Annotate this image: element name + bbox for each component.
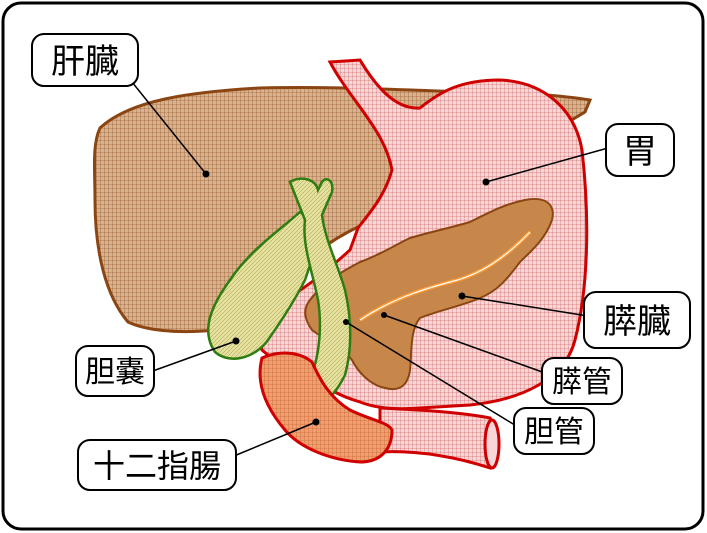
label-stomach-text: 胃: [623, 132, 657, 172]
bile-duct-dot: [343, 319, 349, 325]
label-pancreatic-duct-text: 膵管: [552, 365, 612, 400]
pancreas-leader: [461, 295, 589, 317]
pancreatic-duct-dot: [381, 312, 387, 318]
pancreatic-duct-leader: [383, 314, 546, 374]
duodenum-dot: [312, 418, 320, 426]
label-pancreas: 膵臓: [583, 291, 691, 349]
label-pancreatic-duct: 膵管: [541, 357, 623, 405]
label-liver-text: 肝臓: [51, 42, 119, 82]
duodenum-shape: [258, 351, 394, 464]
leader-dots: [202, 170, 490, 426]
gallbladder-shape: [206, 210, 317, 360]
label-bile-duct-text: 胆管: [524, 415, 584, 450]
pancreatic-duct-highlight: [359, 231, 531, 321]
gallbladder-leader: [149, 340, 237, 373]
label-gallbladder-text: 胆嚢: [85, 355, 145, 390]
pancreas-shape: [304, 198, 554, 390]
label-pancreas-text: 膵臓: [603, 302, 671, 342]
intestine-end: [483, 418, 501, 470]
stomach-leader: [485, 147, 609, 183]
gallbladder-dot: [232, 337, 240, 345]
duodenum-leader: [233, 421, 317, 457]
liver-leader: [131, 81, 207, 175]
bile-duct-leader: [345, 321, 519, 428]
stomach-dot: [482, 178, 490, 186]
label-stomach: 胃: [605, 123, 675, 177]
pancreas-dot: [458, 292, 466, 300]
label-bile-duct: 胆管: [513, 407, 595, 455]
leader-lines: [131, 81, 609, 457]
label-gallbladder: 胆嚢: [75, 345, 155, 397]
label-duodenum-text: 十二指腸: [93, 447, 221, 485]
label-liver: 肝臓: [31, 33, 139, 87]
bile-duct-shape: [288, 177, 352, 410]
liver-dot: [202, 170, 210, 178]
label-duodenum: 十二指腸: [77, 439, 237, 491]
